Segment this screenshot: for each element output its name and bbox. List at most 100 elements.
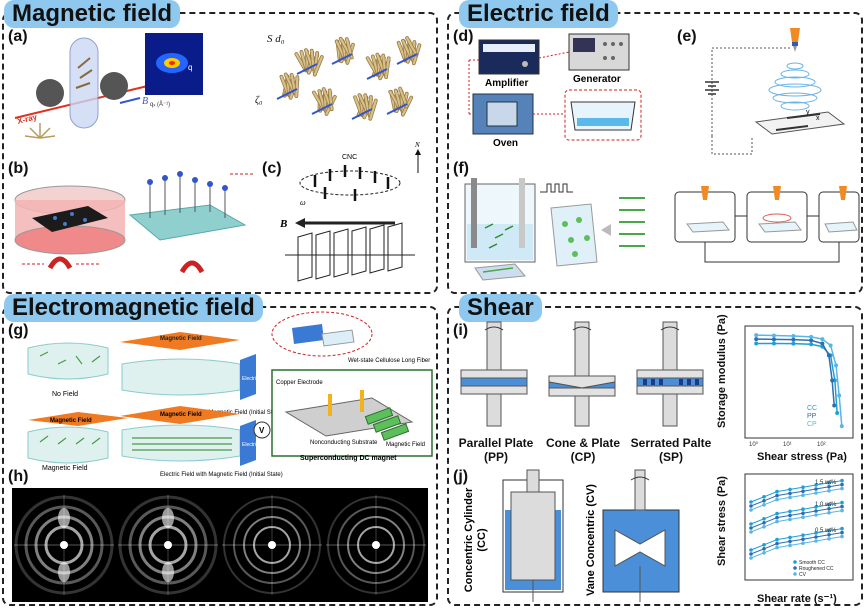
- data-point: [840, 482, 844, 487]
- data-point: [791, 337, 796, 342]
- director-vector: [276, 88, 298, 100]
- legend-marker: [793, 566, 797, 570]
- data-point: [775, 497, 779, 502]
- b-vector-label: B: [142, 96, 148, 107]
- panel-g-illustration: No Field Magnetic Field Electric Field E…: [27, 332, 283, 478]
- chart1-ylabel: Storage modulus (Pa): [716, 314, 728, 428]
- panel-f-illustration: [464, 178, 860, 281]
- data-point: [801, 507, 805, 511]
- nanofiber: [327, 88, 334, 112]
- storage-modulus-chart: Storage modulus (Pa) Shear stress (Pa) C…: [716, 314, 854, 463]
- director-vector: [351, 108, 373, 120]
- series-line: [750, 510, 843, 533]
- panel-a-illustration: X-ray B q qₓ (Å⁻¹): [14, 33, 203, 139]
- nanofiber: [294, 75, 300, 98]
- label-g: (g): [8, 322, 29, 339]
- series-line: [750, 536, 843, 559]
- data-point: [762, 551, 766, 555]
- data-point: [771, 341, 776, 346]
- x-tick-label: 10¹: [783, 442, 792, 448]
- legend-label: CV: [799, 572, 807, 578]
- data-point: [832, 403, 837, 408]
- label-a: (a): [8, 28, 28, 45]
- superconducting-label: Superconducting DC magnet: [300, 455, 397, 462]
- cnc-label: CNC: [342, 154, 357, 161]
- no-field-label: No Field: [52, 391, 78, 398]
- data-point: [762, 499, 766, 503]
- director-vector: [331, 53, 353, 65]
- series-line: [750, 484, 843, 507]
- data-point: [749, 504, 753, 508]
- mag-field-box1: Magnetic Field: [160, 336, 202, 342]
- data-point: [749, 522, 753, 526]
- axis-qx: qₓ (Å⁻¹): [150, 101, 170, 108]
- panel-c-illustration: CNC ω N B: [279, 141, 421, 282]
- legend-label: Roughened CC: [799, 566, 834, 572]
- data-point: [788, 491, 792, 496]
- data-point: [840, 508, 844, 513]
- data-point: [749, 552, 753, 556]
- nanofiber: [398, 86, 409, 109]
- data-point: [775, 541, 779, 546]
- data-point: [801, 537, 805, 541]
- series-line: [750, 506, 843, 529]
- legend-cc: CC: [807, 405, 817, 412]
- data-point: [814, 483, 818, 487]
- electric-title: Electric field: [459, 0, 618, 28]
- data-point: [762, 521, 766, 525]
- electromagnetic-title: Electromagnetic field: [4, 294, 263, 322]
- data-point: [801, 511, 805, 515]
- data-point: [775, 493, 779, 498]
- wet-state-label: Wet-state Cellulose Long Fiber: [348, 358, 430, 364]
- e-axis-x: x: [816, 115, 820, 122]
- data-point: [775, 489, 779, 494]
- chart1-xlabel: Shear stress (Pa): [757, 451, 847, 463]
- data-point: [754, 341, 759, 346]
- data-point: [775, 519, 779, 524]
- data-point: [827, 485, 831, 489]
- data-point: [840, 486, 844, 491]
- vane-caption: Vane Concentric (CV): [585, 484, 597, 596]
- data-point: [820, 337, 825, 342]
- generator-label: Generator: [573, 74, 621, 85]
- x-tick-label: 10²: [817, 442, 826, 448]
- zeta0-label: ζ₀: [255, 95, 263, 106]
- data-point: [801, 541, 805, 545]
- data-point: [840, 500, 844, 505]
- data-point: [762, 525, 766, 529]
- data-point: [771, 337, 776, 342]
- data-point: [762, 503, 766, 507]
- shear-stress-chart: Shear stress (Pa) Shear rate (s⁻¹) 1.5 w…: [716, 473, 854, 605]
- legend-label: Smooth CC: [799, 560, 825, 566]
- data-point: [827, 489, 831, 493]
- legend-cp: CP: [807, 421, 817, 428]
- data-point: [801, 493, 805, 497]
- data-point: [814, 539, 818, 543]
- label-c: (c): [262, 160, 282, 177]
- data-point: [835, 410, 840, 415]
- data-point: [827, 507, 831, 511]
- data-point: [801, 489, 805, 493]
- data-point: [814, 535, 818, 539]
- electric-field-1: Electric Field: [242, 376, 271, 382]
- label-e: (e): [677, 28, 697, 45]
- xray-patterns: [14, 495, 426, 595]
- data-point: [814, 531, 818, 535]
- nonconducting-label: Nonconducting Substrate: [310, 440, 378, 446]
- state2-label: Electric Field with Magnetic Field (Init…: [160, 472, 283, 478]
- data-point: [775, 511, 779, 516]
- s-d0-label: S d₀: [267, 33, 285, 45]
- cc-caption: Concentric Cylinder (CC): [463, 487, 488, 593]
- panel-j-geometries: [502, 469, 680, 602]
- data-point: [775, 545, 779, 550]
- panel-d-illustration: Amplifier Generator Oven: [468, 33, 642, 149]
- label-d: (d): [453, 28, 474, 45]
- data-point: [788, 513, 792, 518]
- label-i: (i): [453, 322, 469, 339]
- data-point: [814, 487, 818, 491]
- xray-pattern: [14, 495, 114, 595]
- magnetic-panel: [2, 12, 438, 294]
- concentric-cylinder-geometry: [502, 469, 564, 602]
- label-h: (h): [8, 468, 29, 485]
- data-point: [749, 508, 753, 512]
